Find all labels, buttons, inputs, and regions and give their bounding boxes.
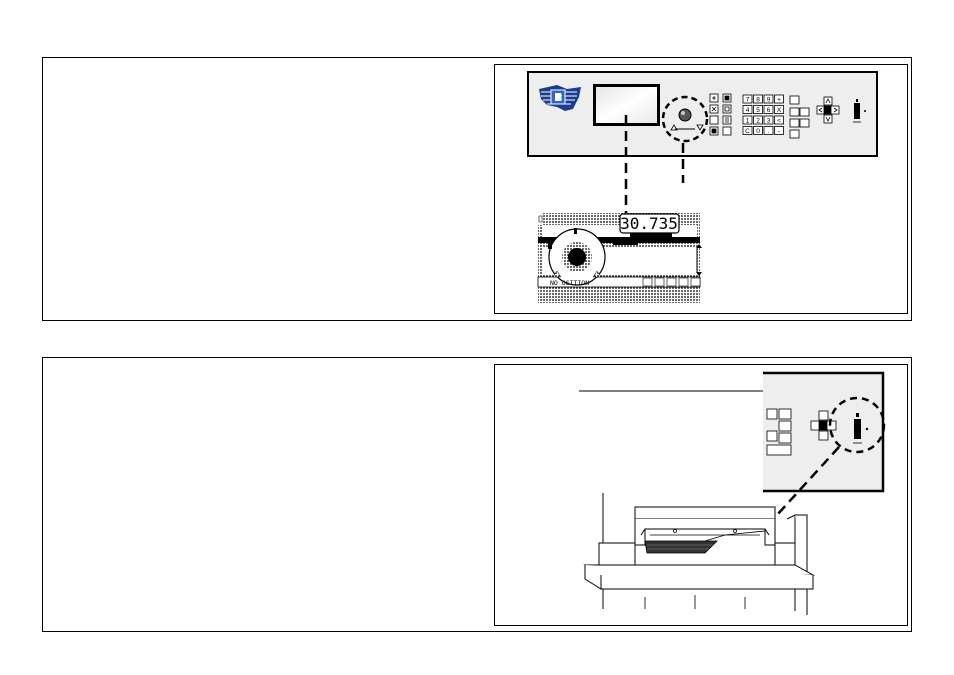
keypad-key-label: 1: [746, 118, 750, 125]
cutting-machine-figure: [494, 364, 908, 626]
keypad-key-label: 5: [756, 107, 760, 114]
keypad-key-label: 8: [756, 97, 760, 104]
keypad-key-label: 6: [767, 107, 771, 114]
keypad-key-label: X: [777, 107, 782, 114]
bottom-section-panel: [42, 357, 912, 632]
keypad-key-label: 7: [746, 97, 750, 104]
keypad-key-label: +: [777, 97, 781, 104]
keypad-key-label: 4: [746, 107, 750, 114]
zoomed-control-panel: [763, 373, 883, 491]
keypad-key-label: 3: [767, 118, 771, 125]
zoomed-display: 30.735 NO OSITION: [538, 213, 702, 303]
keypad-key-label: 2: [756, 118, 760, 125]
keypad-key-label: 9: [767, 97, 771, 104]
cutting-machine-illustration: [495, 365, 907, 625]
keypad-key-label: C: [745, 128, 750, 135]
keypad-key-label: 0: [756, 128, 760, 135]
display-status-text: NO OSITION: [550, 279, 589, 287]
keypad-key-label: .: [768, 128, 770, 135]
keypad-key-label: <: [777, 118, 781, 125]
keypad-key-label: -: [778, 128, 780, 135]
paper-stack: [645, 541, 717, 553]
display-value: 30.735: [620, 214, 678, 233]
